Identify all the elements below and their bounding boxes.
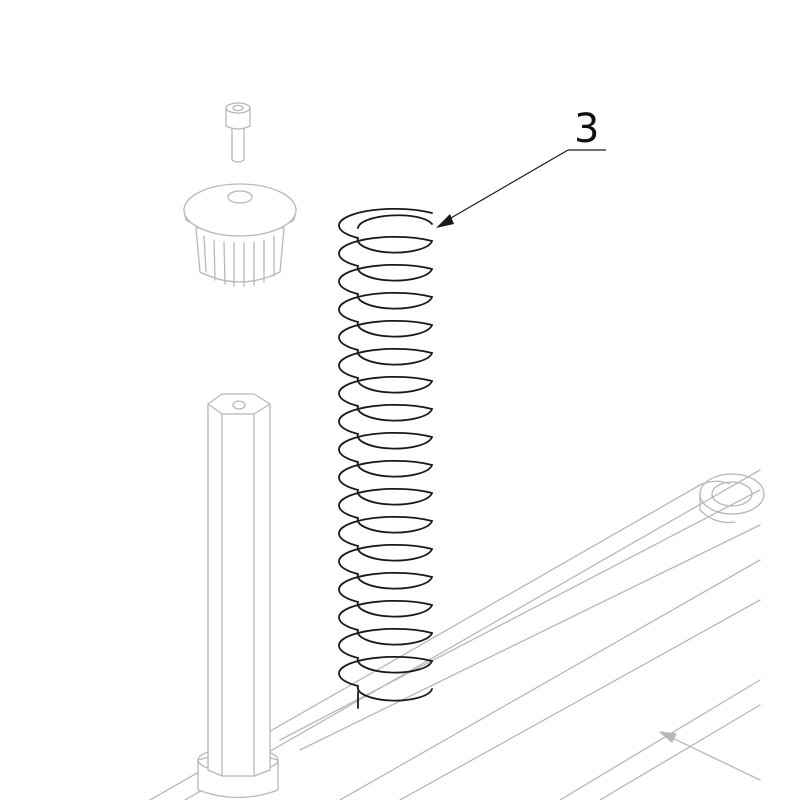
spring-coil-back (338, 263, 433, 295)
spring-coil-front (356, 265, 433, 282)
compression-spring (338, 207, 433, 709)
spring-coil-front (356, 321, 433, 338)
spring-coil-back (338, 319, 433, 351)
spring-coil-back (338, 235, 433, 267)
leader-arrowhead (436, 214, 454, 228)
spring-coil-back (338, 207, 433, 239)
spring-coil-back (338, 487, 433, 519)
spring-coil-back (338, 291, 433, 323)
spring-coil-back (338, 599, 433, 631)
spring-coil-front (356, 377, 433, 394)
spring-coil-front (356, 685, 433, 702)
callout-label: 3 (574, 106, 599, 152)
reference-arrow (659, 731, 761, 781)
spring-coil-back (338, 375, 433, 407)
spring-coil-front (356, 489, 433, 506)
spring-coil-front (356, 657, 433, 674)
spring-coil-back (338, 627, 433, 659)
spring-coil-front (356, 461, 433, 478)
spring-coil-back (338, 431, 433, 463)
callout-3: 3 (436, 106, 606, 228)
spring-coil-front (356, 293, 433, 310)
hex-post (197, 393, 279, 799)
base-rail (149, 469, 765, 800)
spring-coil-front (356, 433, 433, 450)
spring-coil-back (338, 515, 433, 547)
spring-coil-front (356, 629, 433, 646)
spring-coil-back (338, 459, 433, 491)
spring-coil-back (338, 403, 433, 435)
spring-coil-front (356, 601, 433, 618)
spring-coil-front (356, 405, 433, 422)
spring-coil-back (338, 571, 433, 603)
spring-coil-front (356, 237, 433, 254)
spring-coil-front (356, 545, 433, 562)
spring-coil-front (356, 573, 433, 590)
spring-coil-front (356, 517, 433, 534)
knurled-cap (183, 183, 297, 287)
cap-screw (225, 102, 251, 163)
spring-coil-back (338, 543, 433, 575)
spring-coil-back (338, 655, 433, 687)
spring-coil-front (356, 349, 433, 366)
spring-coil-back (338, 347, 433, 379)
